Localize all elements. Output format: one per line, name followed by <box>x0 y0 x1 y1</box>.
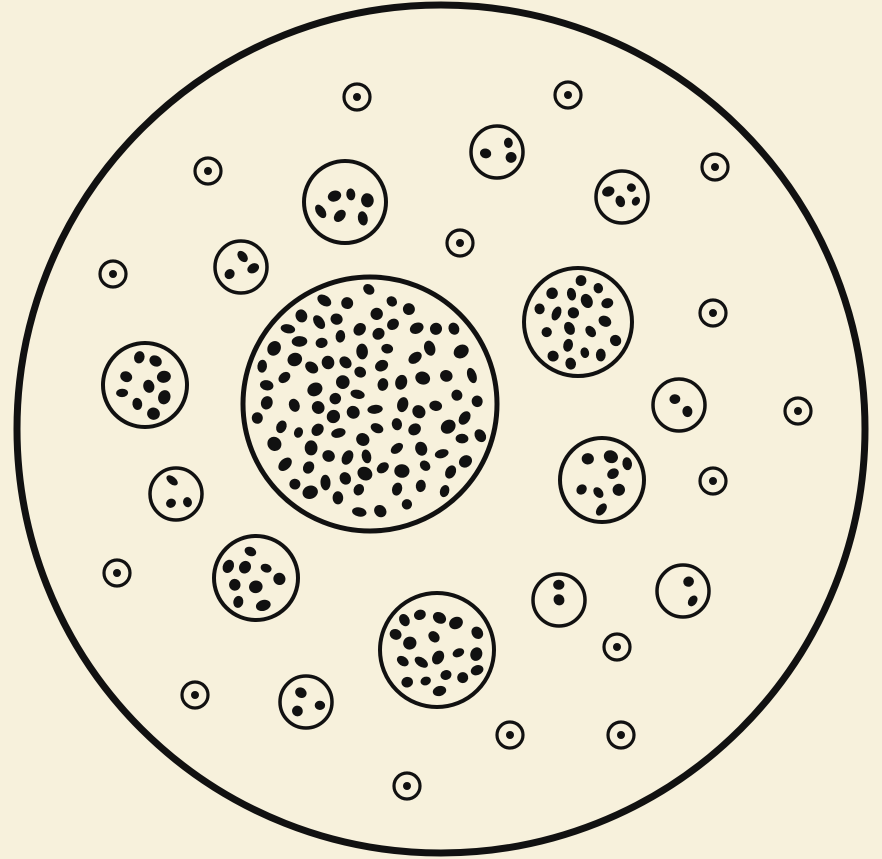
nucleus-dot <box>305 440 318 455</box>
single-cell-nucleus <box>613 643 621 651</box>
single-cell-nucleus <box>353 93 361 101</box>
single-cell-nucleus <box>709 477 717 485</box>
single-cell-nucleus <box>564 91 572 99</box>
single-cell-nucleus <box>709 309 717 317</box>
single-cell-nucleus <box>506 731 514 739</box>
single-cell-nucleus <box>456 239 464 247</box>
single-cell-nucleus <box>617 731 625 739</box>
single-cell-nucleus <box>109 270 117 278</box>
single-cell-nucleus <box>403 782 411 790</box>
single-cell-nucleus <box>711 163 719 171</box>
single-cell-nucleus <box>113 569 121 577</box>
single-cell-nucleus <box>794 407 802 415</box>
nucleus-dot <box>553 580 564 590</box>
single-cell-nucleus <box>191 691 199 699</box>
nucleus-dot <box>252 412 263 424</box>
single-cell-nucleus <box>204 167 212 175</box>
